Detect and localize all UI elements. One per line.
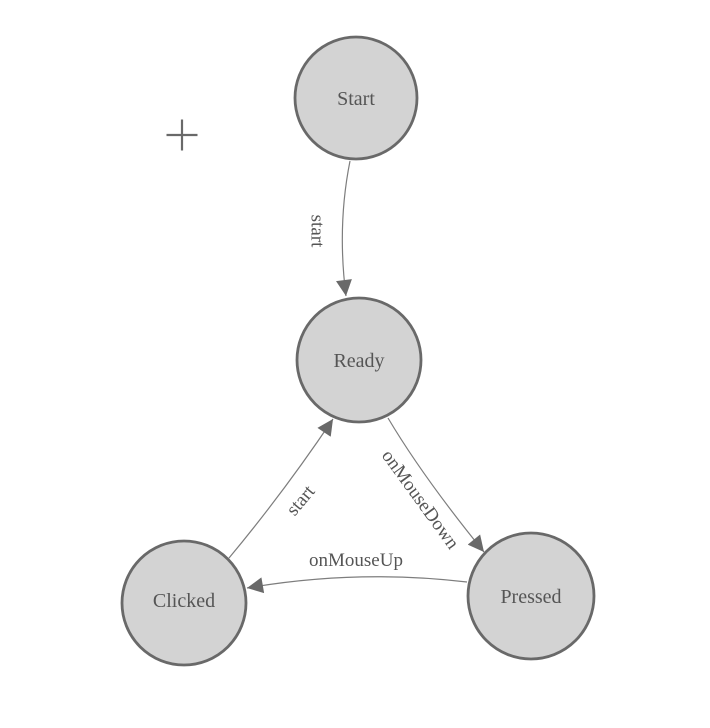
node-ready[interactable]: Ready — [295, 296, 423, 424]
node-shape[interactable] — [120, 539, 248, 667]
edge-label: onMouseUp — [309, 550, 403, 571]
edge-clicked-to-ready[interactable]: start — [228, 418, 334, 559]
plus-icon — [166, 119, 198, 151]
edge-label: start — [282, 481, 320, 520]
node-label: Clicked — [153, 590, 215, 612]
edge-label: onMouseDown — [377, 446, 463, 554]
node-clicked[interactable]: Clicked — [120, 539, 248, 667]
node-label: Ready — [333, 350, 384, 372]
edge-pressed-to-clicked[interactable]: onMouseUp — [246, 550, 468, 594]
node-shape[interactable] — [466, 531, 596, 661]
edge-line[interactable] — [228, 418, 334, 559]
node-label: Start — [337, 88, 375, 110]
edge-line[interactable] — [246, 576, 468, 594]
edge-ready-to-pressed[interactable]: onMouseDown — [377, 417, 485, 554]
edge-label: start — [306, 215, 327, 248]
node-shape[interactable] — [295, 296, 423, 424]
node-shape[interactable] — [293, 35, 419, 161]
node-pressed[interactable]: Pressed — [466, 531, 596, 661]
node-label: Pressed — [500, 586, 561, 608]
edge-line[interactable] — [387, 417, 485, 553]
edge-line[interactable] — [336, 160, 352, 297]
node-start[interactable]: Start — [293, 35, 419, 161]
edge-start-to-ready[interactable]: start — [306, 160, 352, 297]
